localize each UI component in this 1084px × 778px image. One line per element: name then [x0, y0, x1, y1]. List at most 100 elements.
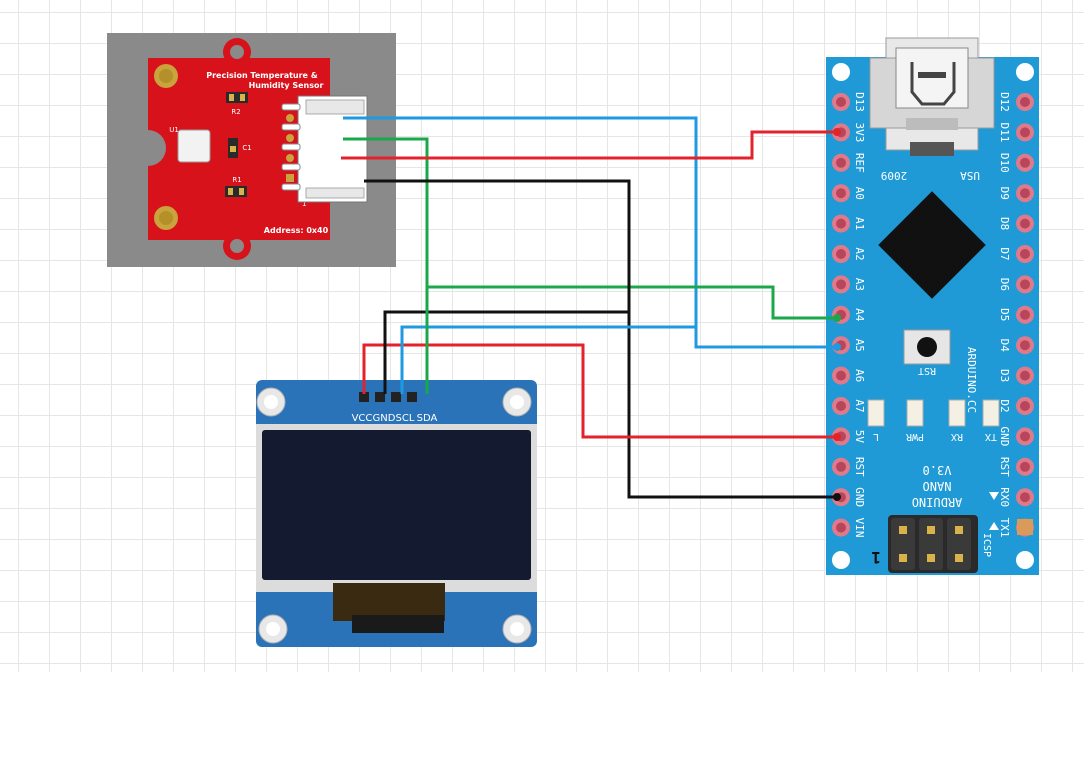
wires — [341, 116, 837, 499]
wire-endpoint — [833, 314, 841, 322]
nano-name-line2: NANO — [923, 479, 952, 493]
wire-sensor-sda-to-a4 — [343, 137, 837, 320]
nano-left-pin-label-a4: A4 — [853, 308, 866, 322]
nano-left-pin-pad-hole — [836, 188, 846, 199]
oled-pin-sda: SDA — [417, 413, 438, 424]
nano-country: USA — [960, 169, 980, 182]
nano-hole-bl — [832, 551, 850, 569]
nano-left-pin-pad-hole — [836, 401, 846, 411]
sensor-title-line1: Precision Temperature & — [206, 71, 318, 80]
resistor-r1 — [225, 186, 247, 197]
nano-right-pin-label-rx0: RX0 — [998, 487, 1011, 507]
nano-rst-label: RST — [918, 365, 936, 376]
nano-right-pin-pad-hole — [1020, 97, 1030, 107]
nano-left-pin-label-a2: A2 — [853, 247, 866, 260]
wire-endpoints — [833, 128, 841, 501]
nano-left-pin-label-a3: A3 — [853, 278, 866, 291]
wire-endpoint — [833, 343, 841, 351]
nano-left-pin-label-vin: VIN — [853, 518, 866, 538]
nano-right-pin-label-d8: D8 — [998, 217, 1011, 230]
nano-year: 2009 — [881, 169, 908, 182]
nano-right-pin-label-rst: RST — [998, 457, 1011, 477]
nano-brand: ARDUINO.CC — [965, 347, 978, 413]
nano-left-pin-label-rst: RST — [853, 457, 866, 477]
wire-sensor-gnd-to-gnd — [364, 179, 837, 499]
nano-mcu-chip — [878, 191, 986, 299]
sensor-tab-bottom-hole — [230, 239, 244, 253]
oled-display[interactable]: VCC GND SCL SDA — [256, 380, 537, 647]
led-rx-label: RX — [951, 431, 963, 442]
c1-label: C1 — [242, 144, 251, 152]
nano-right-pin-pad-hole — [1020, 309, 1030, 320]
oled-header-pins — [359, 392, 417, 402]
nano-right-pin-label-d5: D5 — [998, 308, 1011, 321]
r1-label: R1 — [232, 176, 241, 184]
nano-right-pin-label-gnd: GND — [998, 426, 1011, 446]
led-l-label: L — [873, 431, 879, 442]
nano-hole-tr — [1016, 63, 1034, 81]
wire-oled-scl-to-a5 — [400, 325, 696, 394]
sensor-tab-top-hole — [230, 45, 244, 59]
nano-left-pin-label-a1: A1 — [853, 217, 866, 230]
nano-right-pin-pad-hole — [1020, 340, 1030, 351]
nano-left-pin-pad-hole — [836, 370, 846, 381]
nano-left-pin-pad-hole — [836, 249, 846, 259]
nano-left-pin-label-gnd: GND — [853, 487, 866, 507]
wire-sensor-vcc-to-3v3 — [341, 130, 837, 160]
nano-leds: L PWR RX TX — [867, 399, 1000, 442]
sensor-pin1-label: 1 — [302, 200, 306, 208]
nano-right-pin-pad-hole — [1020, 370, 1030, 381]
nano-left-pin-pad-hole — [836, 97, 846, 107]
icsp-label: ICSP — [981, 533, 992, 557]
nano-right-pin-label-d3: D3 — [998, 369, 1011, 382]
nano-right-pin-label-d2: D2 — [998, 399, 1011, 412]
nano-right-pin-label-d10: D10 — [998, 153, 1011, 173]
nano-tx1-square-pad — [1017, 519, 1033, 535]
nano-name-line3: V3.0 — [923, 463, 952, 477]
wire-endpoint — [833, 433, 841, 441]
wire-oled-gnd-to-gnd — [383, 310, 629, 394]
nano-right-pin-label-d4: D4 — [998, 339, 1011, 353]
nano-right-pin-pad-hole — [1020, 157, 1030, 168]
nano-left-pin-label-a6: A6 — [853, 369, 866, 382]
resistor-r2 — [226, 92, 248, 103]
oled-pin-vcc: VCC — [352, 413, 373, 424]
oled-screen — [262, 430, 531, 580]
nano-name-line1: ARDUINO — [912, 495, 963, 509]
nano-hole-br — [1016, 551, 1034, 569]
nano-right-pin-pad-hole — [1020, 218, 1030, 229]
nano-right-pin-label-d9: D9 — [998, 187, 1011, 200]
nano-right-pin-pad-hole — [1020, 461, 1030, 472]
icsp-header: ICSP 1 — [871, 515, 992, 573]
nano-right-pin-label-tx1: TX1 — [998, 518, 1011, 538]
nano-left-pin-label-3v3: 3V3 — [853, 122, 866, 142]
wire-endpoint — [833, 128, 841, 136]
led-tx-label: TX — [985, 431, 997, 442]
nano-left-pin-label-a0: A0 — [853, 187, 866, 200]
sensor-pin-pads: 1 — [286, 114, 306, 208]
nano-right-pin-label-d6: D6 — [998, 278, 1011, 291]
oled-pin-gnd: GND — [373, 413, 396, 424]
sensor-title-line2: Humidity Sensor — [249, 81, 324, 90]
nano-right-pin-pad-hole — [1020, 431, 1030, 442]
nano-right-pin-pad-hole — [1020, 127, 1030, 138]
wire-sensor-scl-to-a5 — [343, 116, 837, 349]
temperature-humidity-sensor[interactable]: Precision Temperature & Humidity Sensor … — [107, 33, 396, 267]
nano-left-pin-pad-hole — [836, 157, 846, 168]
wire-oled-vcc-to-5v — [362, 343, 837, 439]
nano-left-pin-label-a7: A7 — [853, 399, 866, 412]
nano-left-pin-label-a5: A5 — [853, 339, 866, 352]
nano-left-pin-label-d13: D13 — [853, 92, 866, 112]
u1-label: U1 — [169, 126, 179, 134]
tx-arrow-icon — [989, 522, 999, 530]
nano-left-pin-pad-hole — [836, 461, 846, 472]
oled-pin-labels: VCC GND SCL SDA — [352, 413, 438, 424]
nano-right-pin-pad-hole — [1020, 188, 1030, 199]
icsp-pin1-label: 1 — [871, 548, 881, 567]
arduino-nano[interactable]: 2009 USA RST ARDUINO.CC L PWR RX TX ARDU… — [826, 37, 1039, 575]
nano-right-pin-label-d12: D12 — [998, 92, 1011, 112]
nano-hole-tl — [832, 63, 850, 81]
oled-pin-scl: SCL — [396, 413, 415, 424]
